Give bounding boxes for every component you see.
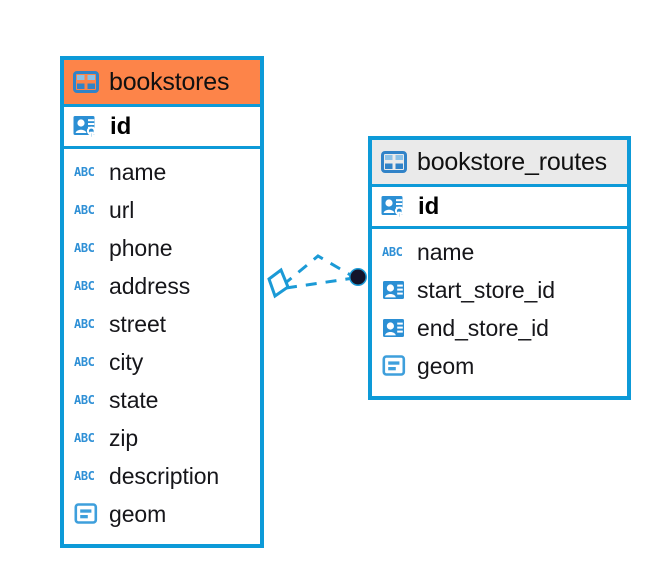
primary-key-row[interactable]: id	[372, 184, 627, 229]
entity-header[interactable]: bookstore_routes	[372, 140, 627, 184]
field-row[interactable]: ABC phone	[64, 229, 260, 267]
entity-title: bookstores	[109, 67, 230, 96]
field-row[interactable]: ABC street	[64, 305, 260, 343]
svg-text:ABC: ABC	[74, 165, 95, 179]
field-label: name	[109, 158, 167, 185]
text-type-icon: ABC	[382, 245, 408, 259]
circle-marker-icon	[349, 268, 367, 286]
table-icon	[73, 71, 99, 93]
text-type-icon: ABC	[74, 241, 100, 255]
field-list: ABC name start_store_id	[372, 229, 627, 389]
primary-key-icon	[381, 194, 409, 220]
field-label: url	[109, 196, 135, 223]
svg-text:ABC: ABC	[74, 241, 95, 255]
field-label: description	[109, 462, 220, 489]
text-type-icon: ABC	[74, 165, 100, 179]
field-label: state	[109, 386, 159, 413]
svg-text:ABC: ABC	[74, 279, 95, 293]
text-type-icon: ABC	[74, 279, 100, 293]
svg-text:ABC: ABC	[74, 469, 95, 483]
geometry-type-icon	[74, 502, 100, 526]
field-row[interactable]: ABC description	[64, 457, 260, 495]
relationship-branch-upper	[282, 254, 355, 287]
entity-table-bookstore-routes[interactable]: bookstore_routes id	[368, 136, 631, 400]
foreign-key-icon	[382, 278, 408, 302]
primary-key-label: id	[110, 112, 132, 140]
field-label: address	[109, 272, 191, 299]
field-row[interactable]: ABC state	[64, 381, 260, 419]
field-label: phone	[109, 234, 173, 261]
svg-text:ABC: ABC	[74, 431, 95, 445]
field-row[interactable]: ABC address	[64, 267, 260, 305]
text-type-icon: ABC	[74, 393, 100, 407]
primary-key-icon	[73, 114, 101, 140]
field-list: ABC name ABC url ABC p	[64, 149, 260, 537]
svg-text:ABC: ABC	[74, 355, 95, 369]
entity-title: bookstore_routes	[417, 147, 607, 176]
svg-text:ABC: ABC	[382, 245, 403, 259]
primary-key-label: id	[418, 192, 440, 220]
foreign-key-icon	[382, 316, 408, 340]
text-type-icon: ABC	[74, 355, 100, 369]
svg-text:ABC: ABC	[74, 203, 95, 217]
field-row[interactable]: ABC zip	[64, 419, 260, 457]
text-type-icon: ABC	[74, 317, 100, 331]
relationship-branch-lower	[285, 276, 355, 290]
field-row[interactable]: geom	[372, 347, 627, 385]
text-type-icon: ABC	[74, 431, 100, 445]
field-label: start_store_id	[417, 276, 555, 303]
field-label: zip	[109, 424, 139, 451]
primary-key-row[interactable]: id	[64, 104, 260, 149]
entity-table-bookstores[interactable]: bookstores id	[60, 56, 264, 548]
field-row[interactable]: ABC name	[64, 153, 260, 191]
field-row[interactable]: ABC city	[64, 343, 260, 381]
table-icon	[381, 151, 407, 173]
rhombus-marker-icon	[267, 267, 290, 299]
field-label: end_store_id	[417, 314, 549, 341]
field-label: name	[417, 238, 475, 265]
field-label: geom	[417, 352, 475, 379]
field-label: city	[109, 348, 144, 375]
field-row[interactable]: ABC name	[372, 233, 627, 271]
field-label: geom	[109, 500, 167, 527]
entity-header[interactable]: bookstores	[64, 60, 260, 104]
text-type-icon: ABC	[74, 203, 100, 217]
field-row[interactable]: geom	[64, 495, 260, 533]
svg-text:ABC: ABC	[74, 393, 95, 407]
geometry-type-icon	[382, 354, 408, 378]
field-row[interactable]: ABC url	[64, 191, 260, 229]
field-row[interactable]: end_store_id	[372, 309, 627, 347]
field-label: street	[109, 310, 166, 337]
text-type-icon: ABC	[74, 469, 100, 483]
svg-text:ABC: ABC	[74, 317, 95, 331]
field-row[interactable]: start_store_id	[372, 271, 627, 309]
